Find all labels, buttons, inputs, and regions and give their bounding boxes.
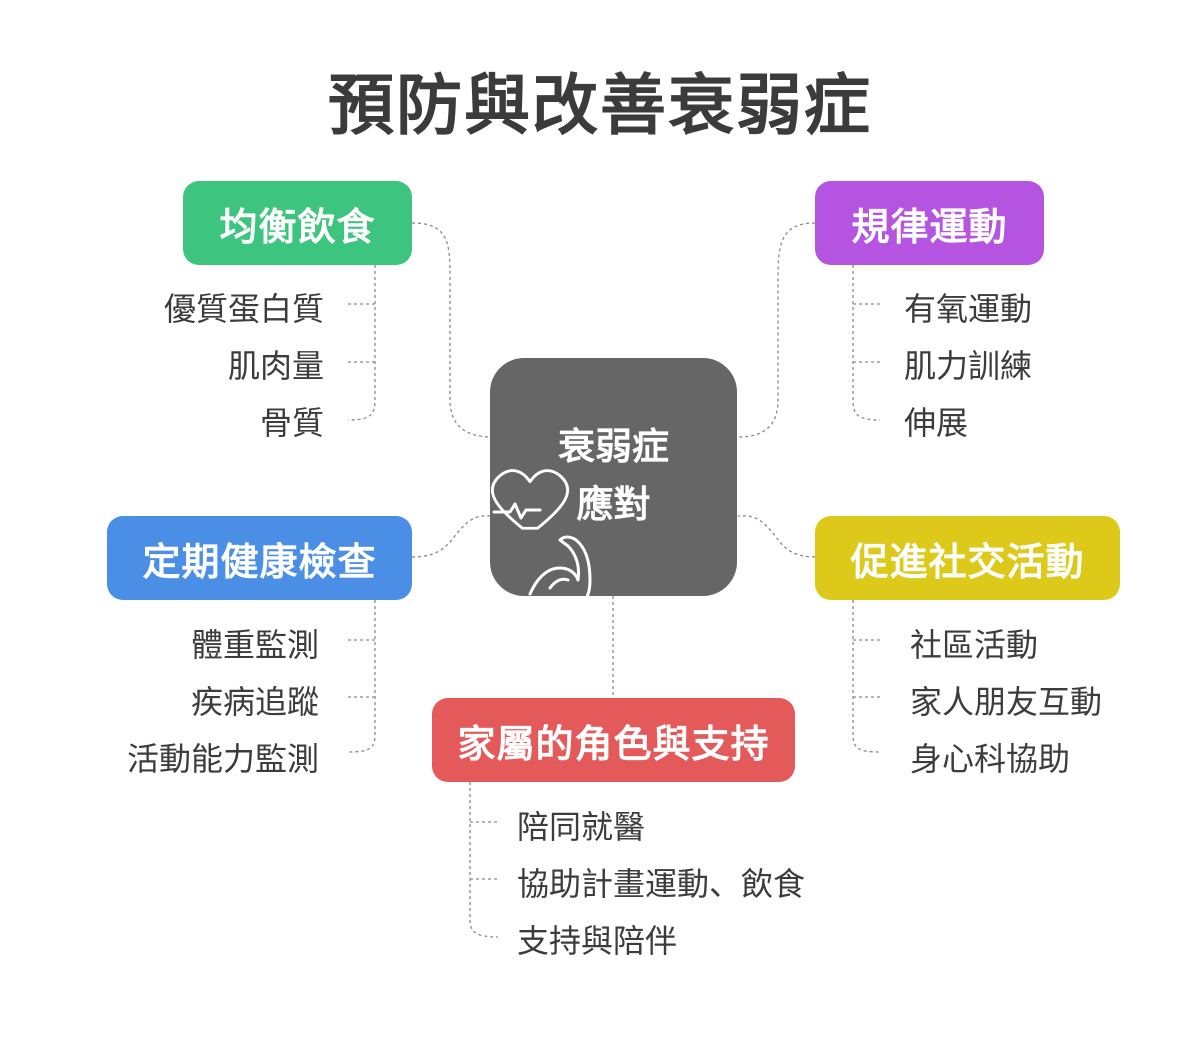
diet-item: 優質蛋白質 [163,290,324,328]
branch-checkup: 定期健康檢查 [107,516,412,600]
connector-diet [411,222,493,438]
social-item: 社區活動 [910,626,1039,664]
center-node: 衰弱症 應對 [490,358,737,596]
exercise-item: 有氧運動 [904,290,1033,328]
exercise-item: 肌力訓練 [904,347,1033,385]
connector-diet-items [347,265,376,421]
branch-exercise-label: 規律運動 [851,204,1008,249]
connector-exercise-items [852,265,881,421]
checkup-item: 疾病追蹤 [190,683,319,721]
family-item: 協助計畫運動、飲食 [517,865,806,903]
connector-social [737,515,816,558]
branch-social-label: 促進社交活動 [850,539,1085,584]
branch-diet-label: 均衡飲食 [219,204,376,249]
connector-exercise [737,222,816,438]
diet-item: 肌肉量 [227,347,324,385]
connector-social-items [852,600,881,753]
center-label: 衰弱症 應對 [558,425,669,526]
connector-family-items [469,782,499,938]
heart-and-muscle-icon [490,469,592,596]
diet-item: 骨質 [259,404,324,442]
branch-social: 促進社交活動 [815,516,1120,600]
family-item: 陪同就醫 [517,808,646,846]
exercise-item: 伸展 [904,404,969,442]
connector-checkup-items [347,600,376,753]
branch-exercise: 規律運動 [815,181,1044,265]
branch-family: 家屬的角色與支持 [432,698,795,782]
checkup-item: 活動能力監測 [126,740,319,778]
family-item: 支持與陪伴 [517,922,678,960]
branch-checkup-label: 定期健康檢查 [142,539,377,584]
branch-family-label: 家屬的角色與支持 [457,721,770,766]
diagram-title: 預防與改善衰弱症 [328,67,872,144]
social-item: 家人朋友互動 [910,683,1103,721]
checkup-item: 體重監測 [190,626,319,664]
social-item: 身心科協助 [910,740,1071,778]
connector-checkup [411,515,493,558]
branch-diet: 均衡飲食 [183,181,412,265]
